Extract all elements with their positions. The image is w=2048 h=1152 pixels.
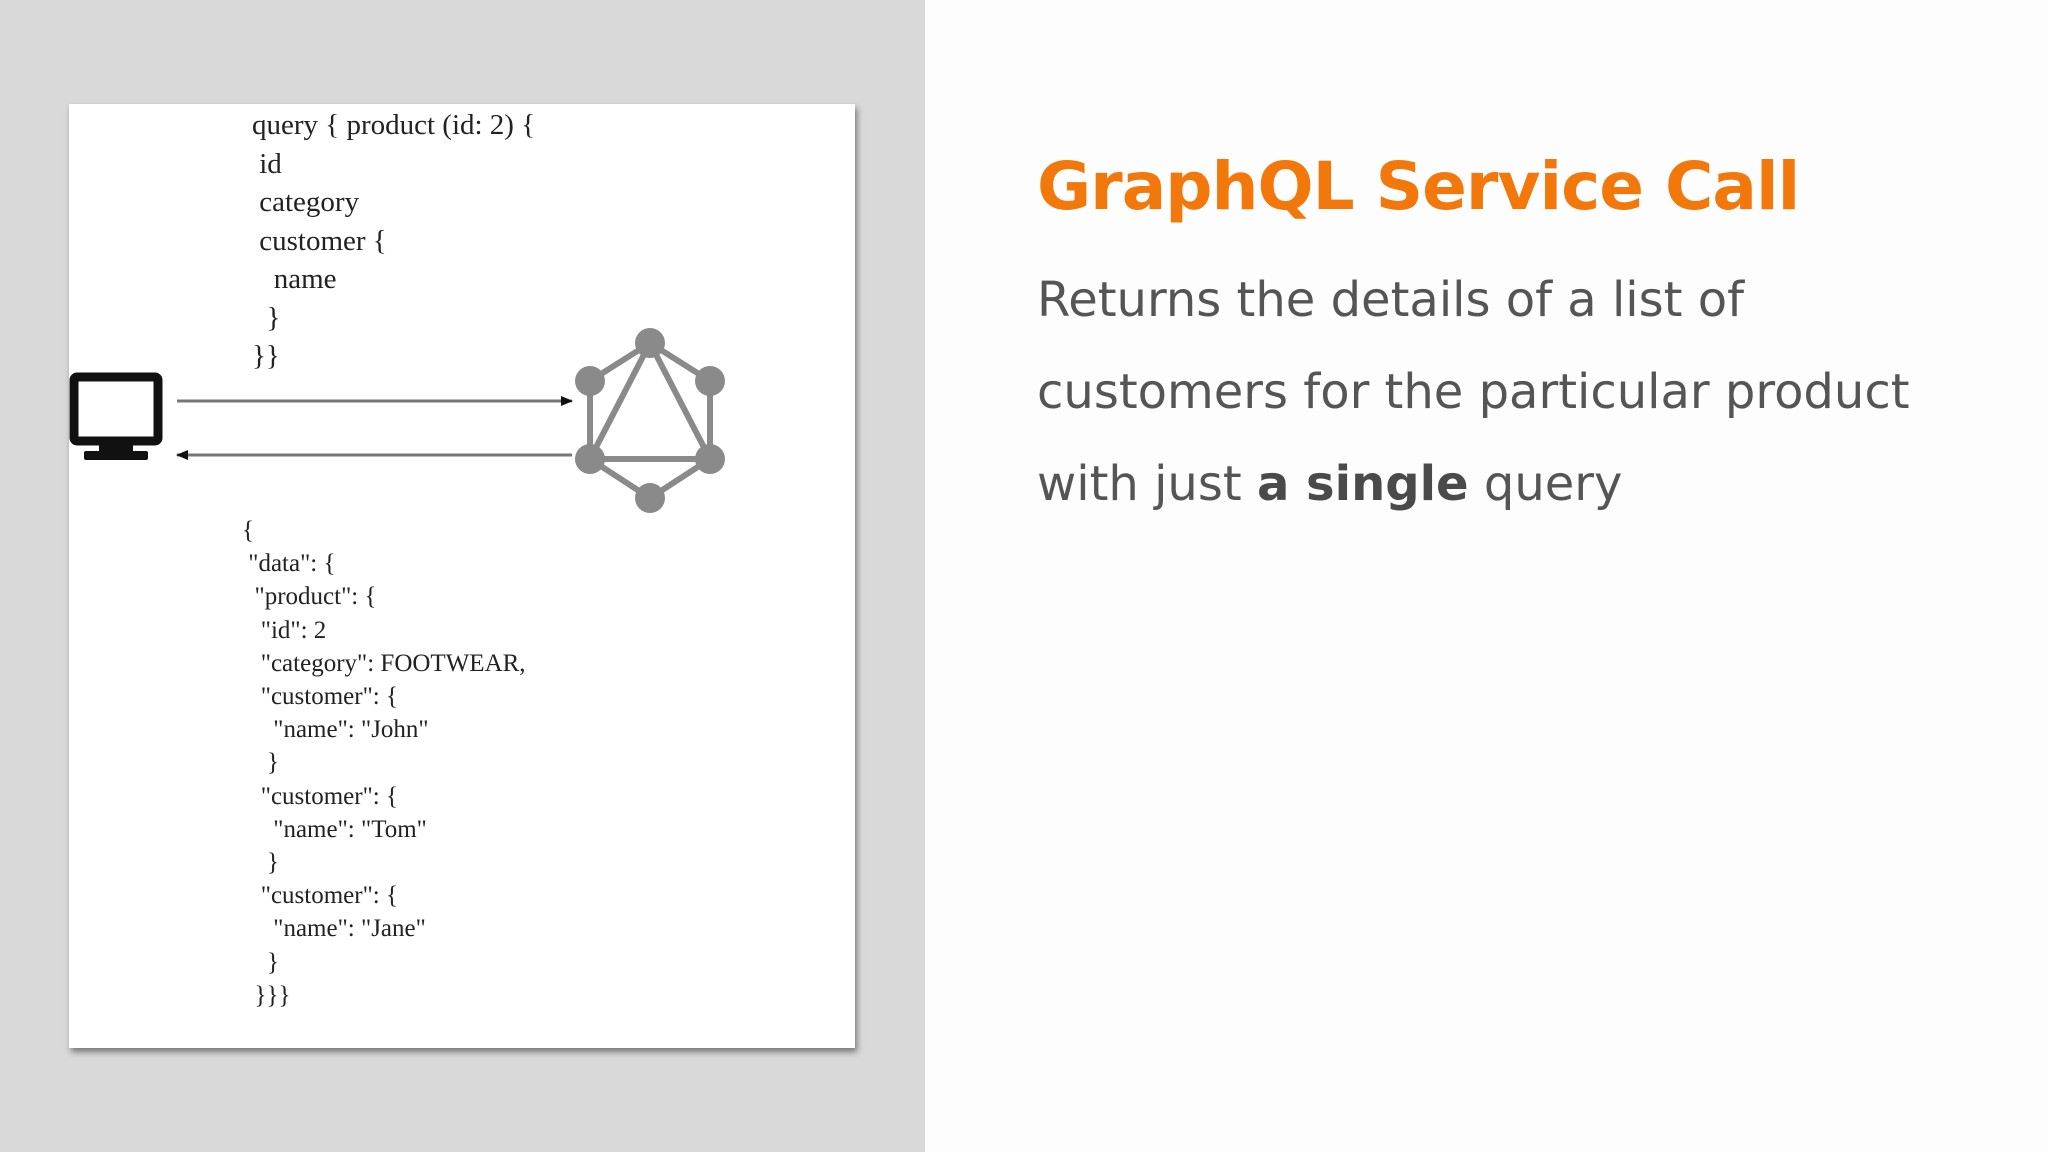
code-line: "name": "Jane" — [242, 915, 426, 943]
code-line: } — [252, 301, 281, 334]
code-line: name — [252, 263, 337, 295]
code-line: id — [252, 147, 282, 180]
description-text-end: query — [1468, 456, 1623, 512]
description-emphasis: a single — [1256, 456, 1469, 512]
graphql-logo-icon — [575, 328, 725, 513]
code-line: "customer": { — [242, 782, 398, 810]
code-line: }}} — [242, 981, 291, 1009]
description-text: Returns the details of a list of custome… — [1037, 272, 1910, 512]
diagram-graphics — [69, 328, 725, 513]
code-line: "product": { — [242, 583, 377, 611]
code-line: customer { — [252, 224, 387, 257]
code-line: }} — [252, 340, 280, 372]
slide-description: Returns the details of a list of custome… — [1037, 254, 1997, 530]
code-line: } — [242, 849, 279, 877]
json-response-code: { "data": { "product": { "id": 2 "catego… — [242, 514, 526, 1012]
code-line: { — [242, 517, 254, 544]
code-line: } — [242, 749, 279, 777]
code-line: query { product (id: 2) { — [252, 109, 536, 141]
graphql-query-code: query { product (id: 2) { id category cu… — [252, 106, 535, 376]
left-panel: query { product (id: 2) { id category cu… — [0, 0, 925, 1152]
code-line: "id": 2 — [242, 616, 327, 644]
code-line: "customer": { — [242, 683, 398, 711]
code-line: "customer": { — [242, 882, 398, 910]
code-line: "name": "John" — [242, 716, 429, 744]
code-line: } — [242, 948, 279, 976]
graphql-diagram-figure: query { product (id: 2) { id category cu… — [69, 104, 855, 1048]
code-line: "name": "Tom" — [242, 815, 427, 843]
monitor-icon — [69, 372, 163, 460]
code-line: "category": FOOTWEAR, — [242, 649, 526, 677]
code-line: category — [252, 186, 360, 218]
slide-title: GraphQL Service Call — [1037, 148, 1800, 225]
code-line: "data": { — [242, 550, 336, 578]
right-panel: GraphQL Service Call Returns the details… — [925, 0, 2048, 1152]
